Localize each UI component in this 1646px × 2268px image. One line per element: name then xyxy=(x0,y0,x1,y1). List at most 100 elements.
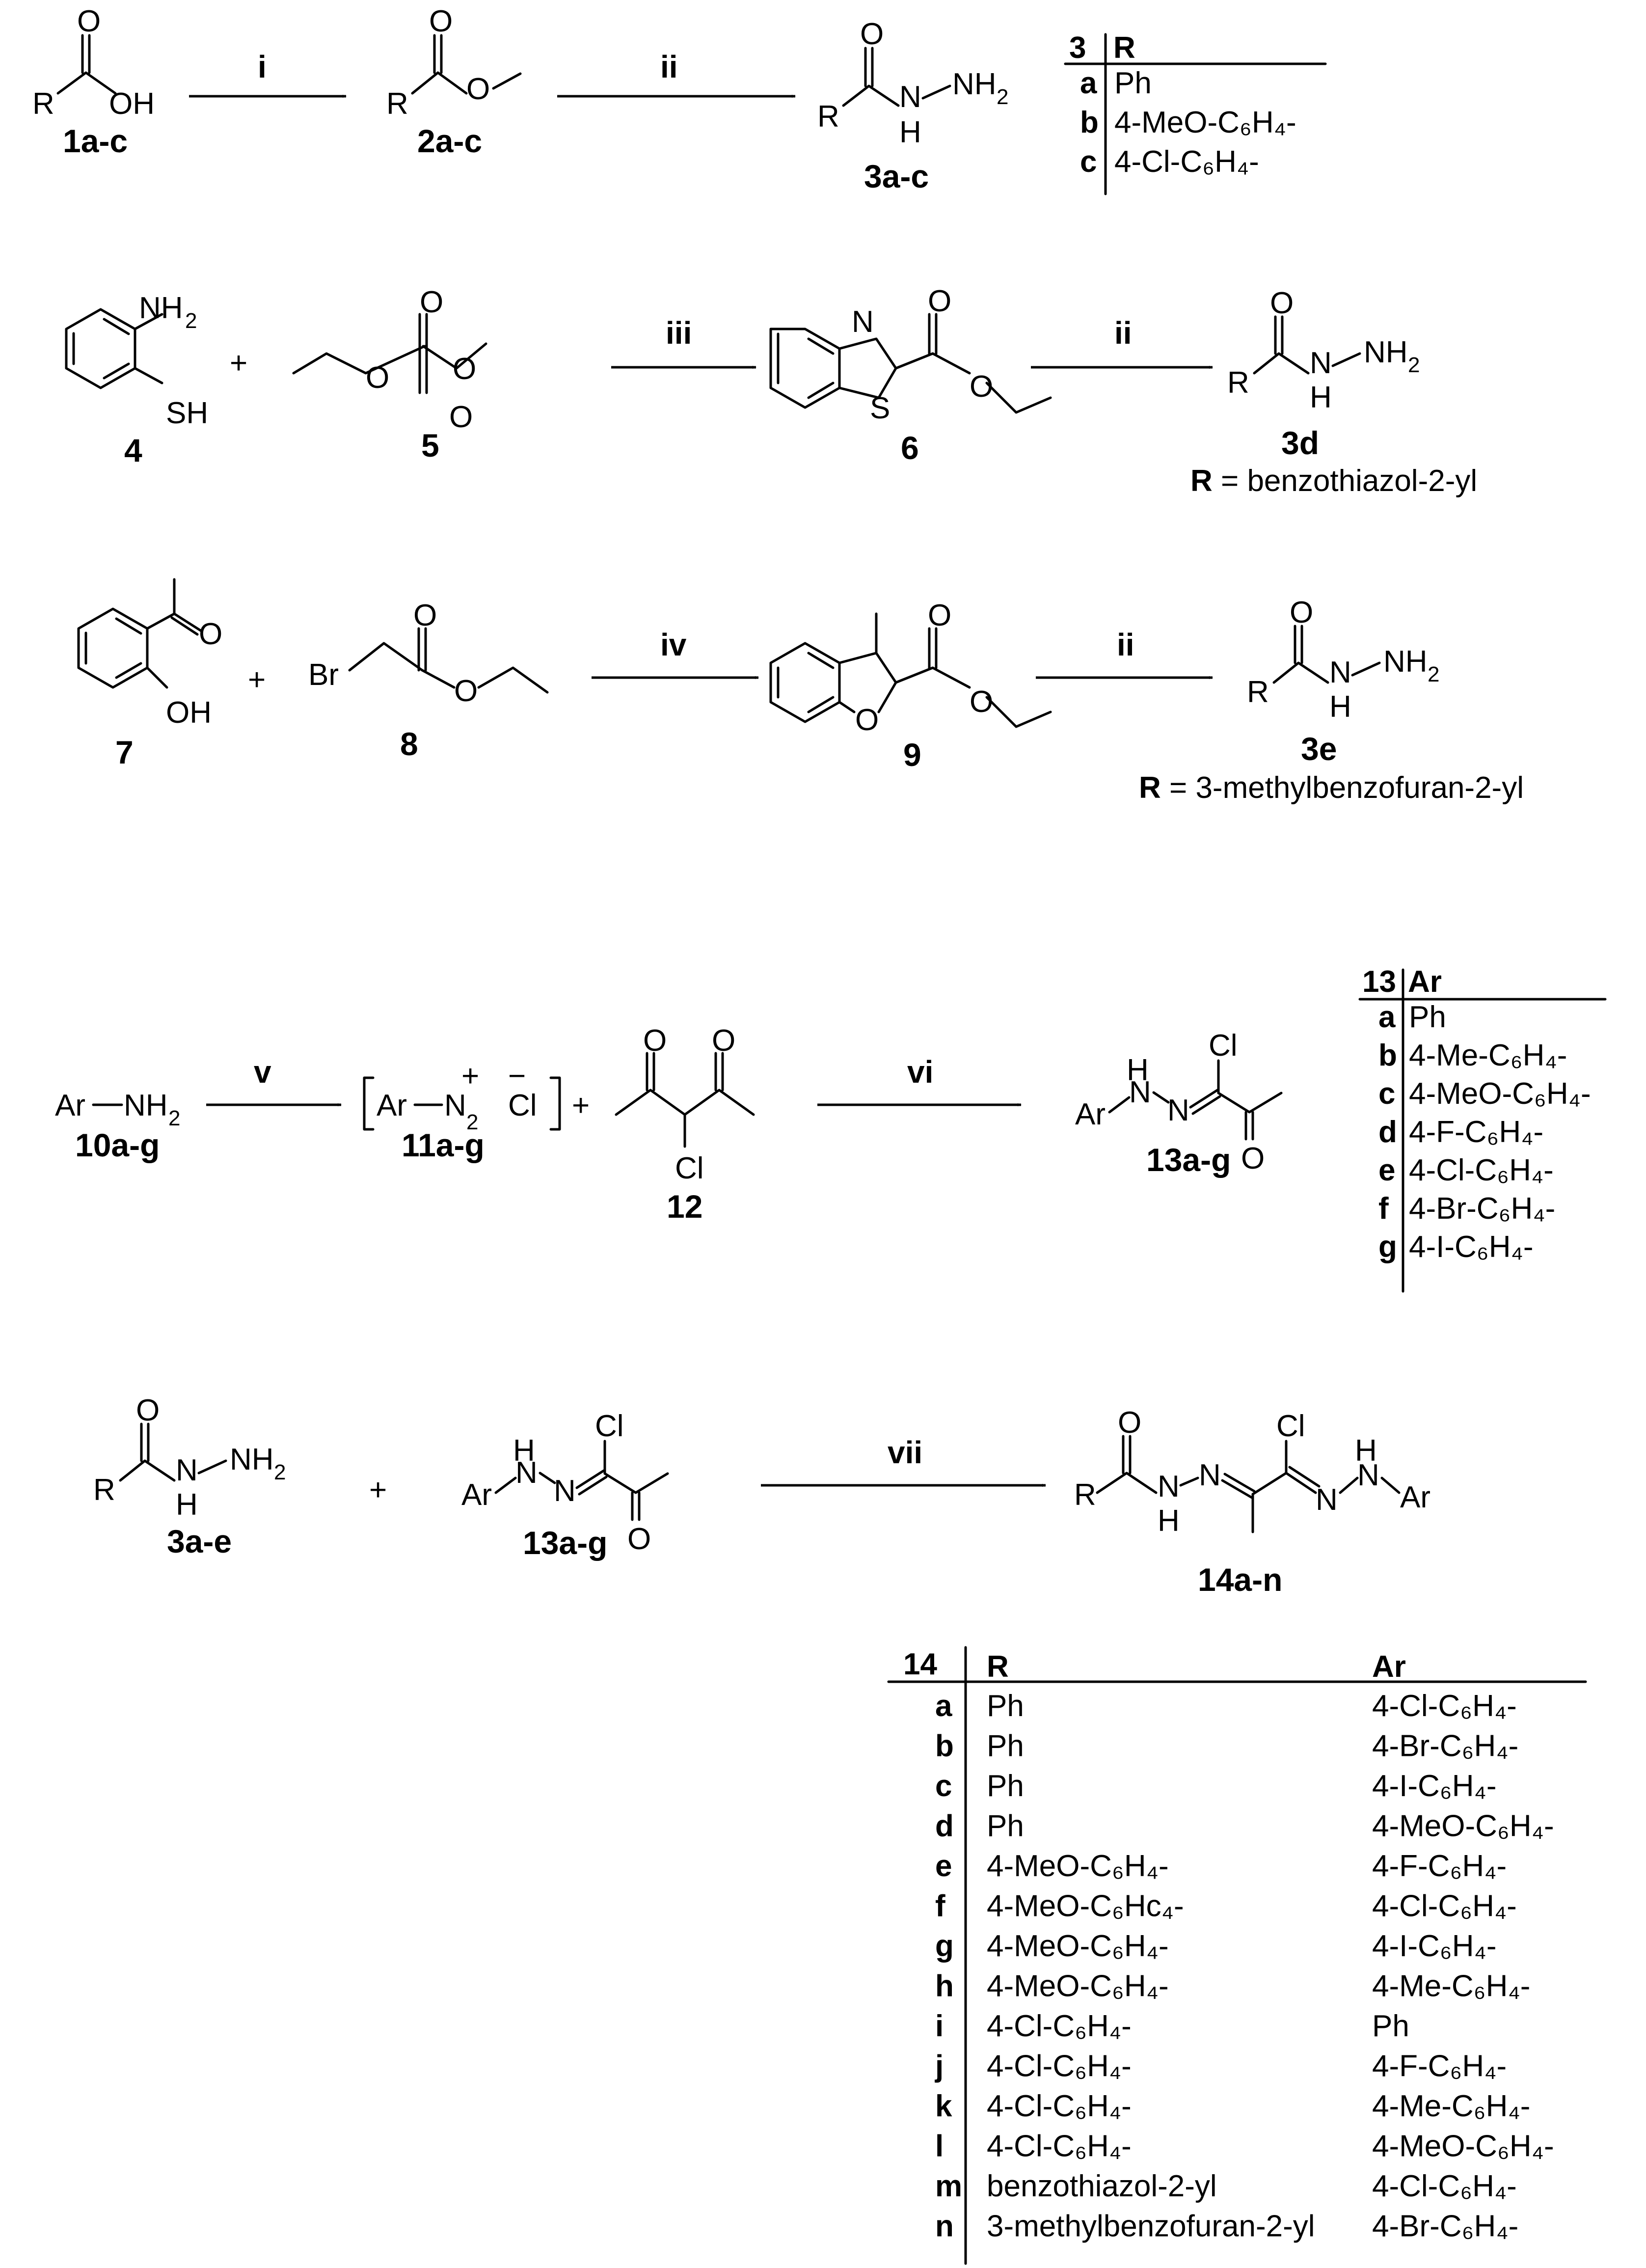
structure-chlorodione-12: O O Cl xyxy=(615,1024,755,1185)
svg-text:O: O xyxy=(970,370,993,404)
svg-text:NH: NH xyxy=(1383,645,1428,679)
table14-row-id: f xyxy=(935,1889,945,1923)
structure-hydrazonoyl-chloride-13-reactant: Ar H N N Cl O xyxy=(461,1409,669,1556)
svg-text:R: R xyxy=(1247,675,1269,709)
structure-diazonium-11: Ar N 2 + − Cl xyxy=(363,1059,561,1134)
table14-row-r: 4-MeO-C₆H₄- xyxy=(987,1849,1169,1883)
r-label-3d: R xyxy=(1190,464,1213,498)
table14-row-ar: 4-I-C₆H₄- xyxy=(1372,1769,1497,1803)
table14-row-r: Ph xyxy=(987,1729,1024,1763)
svg-text:O: O xyxy=(712,1024,735,1058)
reagent-label-vi: vi xyxy=(907,1054,933,1090)
svg-text:O: O xyxy=(420,285,443,319)
table13-row-ar: 4-Me-C₆H₄- xyxy=(1409,1038,1567,1072)
table3-row-r: 4-Cl-C₆H₄- xyxy=(1114,145,1259,179)
table14-row-r: 4-Cl-C₆H₄- xyxy=(987,2009,1132,2043)
compound-label-3: 3a-c xyxy=(864,158,929,194)
table14-row-id: l xyxy=(935,2130,944,2163)
svg-text:R: R xyxy=(93,1473,115,1507)
table14-row-r: benzothiazol-2-yl xyxy=(987,2169,1217,2203)
structure-hydrazide-3e: O R N H NH 2 xyxy=(1247,596,1439,724)
svg-text:2: 2 xyxy=(997,85,1008,109)
structure-acid-1: O R OH xyxy=(32,4,155,121)
svg-text:R: R xyxy=(386,87,408,121)
table14-row-id: h xyxy=(935,1969,954,2003)
table14-row-id: m xyxy=(935,2169,962,2203)
svg-text:N: N xyxy=(515,1456,538,1490)
table-3: 3 R a Ph b 4-MeO-C₆H₄- c 4-Cl-C₆H₄- xyxy=(1064,31,1327,195)
table13-row-ar: 4-MeO-C₆H₄- xyxy=(1409,1077,1591,1111)
table13-head-num: 13 xyxy=(1362,965,1396,999)
svg-text:−: − xyxy=(508,1059,526,1093)
table13-row-id: f xyxy=(1378,1192,1389,1226)
svg-text:Ar: Ar xyxy=(461,1478,492,1512)
table14-row-id: k xyxy=(935,2089,952,2123)
svg-text:R: R xyxy=(1227,366,1249,400)
svg-text:O: O xyxy=(1290,596,1313,629)
reagent-label-v: v xyxy=(254,1054,271,1090)
r-value-3e: = 3-methylbenzofuran-2-yl xyxy=(1161,771,1524,805)
table14-row-ar: 4-F-C₆H₄- xyxy=(1372,1849,1507,1883)
svg-text:O: O xyxy=(453,352,476,386)
structure-aminothiophenol-4: NH 2 SH xyxy=(65,291,208,430)
svg-text:N: N xyxy=(899,80,921,114)
structure-benzothiazole-ester-6: N S O O xyxy=(769,284,1052,425)
compound-label-2: 2a-c xyxy=(417,123,482,159)
reagent-label-ii-row2: ii xyxy=(1114,315,1132,351)
svg-text:O: O xyxy=(77,4,101,38)
svg-text:O: O xyxy=(1270,286,1294,320)
table13-row-id: a xyxy=(1378,1000,1396,1034)
structure-product-14: R O N H N Cl N H N Ar xyxy=(1074,1406,1430,1538)
table13-row-id: d xyxy=(1378,1115,1397,1149)
plus-sign: + xyxy=(369,1473,387,1507)
reagent-label-iii: iii xyxy=(666,315,692,351)
table14-row-id: c xyxy=(935,1769,952,1803)
reagent-label-iv: iv xyxy=(660,627,687,662)
svg-text:R: R xyxy=(817,100,839,134)
svg-text:H: H xyxy=(1127,1053,1149,1087)
table14-row-r: Ph xyxy=(987,1769,1024,1803)
table13-row-id: g xyxy=(1378,1230,1397,1264)
svg-text:H: H xyxy=(899,115,921,149)
table14-row-r: 4-Cl-C₆H₄- xyxy=(987,2130,1132,2163)
svg-text:2: 2 xyxy=(1428,662,1439,686)
reagent-label-ii-row1: ii xyxy=(660,49,678,84)
svg-text:Cl: Cl xyxy=(595,1409,624,1443)
plus-sign: + xyxy=(230,346,247,380)
reagent-label-i: i xyxy=(258,49,267,84)
compound-label-14: 14a-n xyxy=(1198,1561,1282,1598)
svg-text:O: O xyxy=(466,72,490,106)
svg-text:H: H xyxy=(1329,690,1351,724)
table14-row-id: e xyxy=(935,1849,952,1883)
svg-text:N: N xyxy=(1167,1093,1189,1127)
svg-text:O: O xyxy=(199,617,222,651)
table14-row-id: j xyxy=(935,2049,944,2083)
table3-row-r: 4-MeO-C₆H₄- xyxy=(1114,106,1296,139)
table14-row-ar: 4-F-C₆H₄- xyxy=(1372,2049,1507,2083)
table14-row-ar: 4-Br-C₆H₄- xyxy=(1372,2210,1518,2243)
compound-label-13: 13a-g xyxy=(1146,1142,1231,1178)
table14-head-num: 14 xyxy=(903,1647,937,1681)
svg-text:O: O xyxy=(627,1522,651,1556)
table3-row-id: c xyxy=(1080,145,1097,179)
table14-row-r: 3-methylbenzofuran-2-yl xyxy=(987,2210,1315,2243)
table14-row-ar: 4-Cl-C₆H₄- xyxy=(1372,2169,1517,2203)
compound-label-3a-e: 3a-e xyxy=(167,1523,232,1559)
table14-head-r: R xyxy=(987,1650,1009,1684)
svg-text:N: N xyxy=(176,1453,198,1487)
table3-head-num: 3 xyxy=(1069,31,1086,65)
table14-row-id: d xyxy=(935,1809,954,1843)
structure-ester-2: O R O xyxy=(386,4,522,121)
table14-row-ar: 4-MeO-C₆H₄- xyxy=(1372,1809,1554,1843)
svg-text:O: O xyxy=(429,4,453,38)
table14-row-ar: 4-Me-C₆H₄- xyxy=(1372,1969,1530,2003)
r-value-3d: = benzothiazol-2-yl xyxy=(1213,464,1477,498)
svg-text:N: N xyxy=(1158,1470,1180,1503)
svg-text:N: N xyxy=(1129,1075,1151,1109)
svg-text:2: 2 xyxy=(1408,353,1420,377)
table14-row-r: Ph xyxy=(987,1689,1024,1723)
svg-text:O: O xyxy=(1241,1142,1265,1175)
compound-label-13-reactant: 13a-g xyxy=(523,1525,607,1561)
svg-text:SH: SH xyxy=(166,396,208,430)
plus-sign: + xyxy=(248,663,266,697)
